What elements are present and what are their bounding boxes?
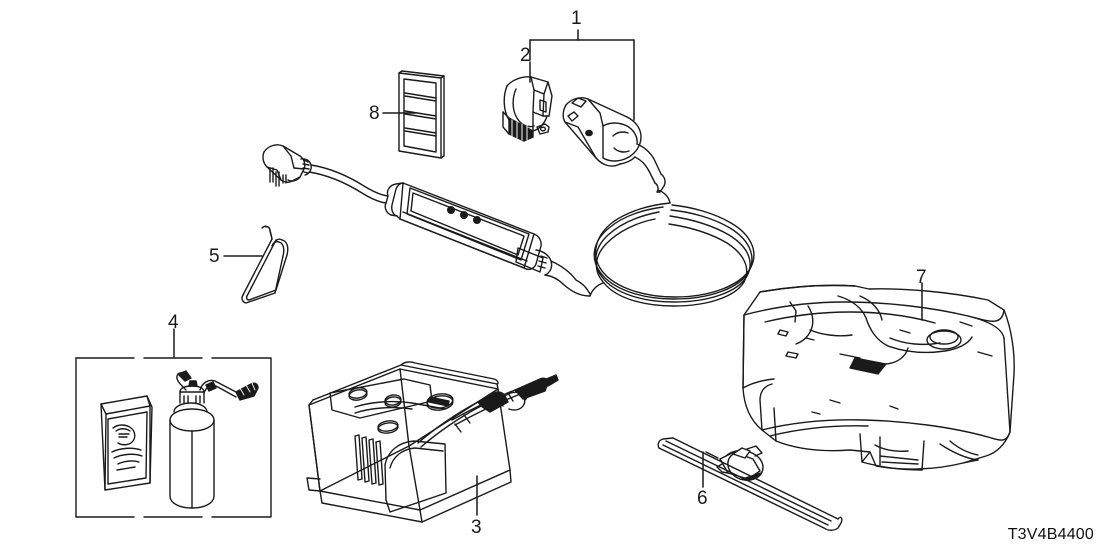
part-wall-plug [262,144,389,204]
group-box-sealant-kit [75,357,272,518]
part-coiled-cable [550,202,755,307]
part-air-compressor [306,361,559,523]
callout-label-4: 4 [168,312,179,333]
part-tie-down-strap [657,437,843,531]
part-slatted-panel [398,70,445,159]
callout-label-6: 6 [697,488,708,509]
part-number-label: T3V4B4400 [1007,526,1094,543]
part-instruction-pouch [100,395,153,491]
callout-label-5: 5 [209,246,220,267]
callout-label-2: 2 [520,45,531,66]
callout-label-8: 8 [369,103,380,124]
part-control-box [384,182,564,285]
callout-label-3: 3 [471,517,482,538]
part-charging-connector-gun [562,97,671,204]
group-box-sealant-kit-sides [75,357,272,518]
part-storage-tray [742,284,1015,471]
part-sealant-bottle [169,370,259,509]
callout-label-7: 7 [916,267,927,288]
part-wire-hook [241,225,289,304]
callout-label-1: 1 [571,8,582,29]
part-connector-holder-clip [502,76,553,142]
